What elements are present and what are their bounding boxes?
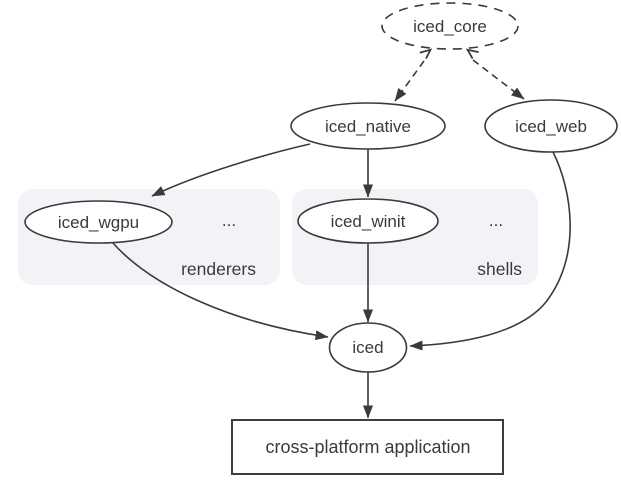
node-iced-core-label: iced_core [413, 17, 487, 36]
edge-web-to-iced [409, 151, 571, 351]
node-iced-winit-label: iced_winit [331, 212, 406, 231]
renderers-ellipsis: ... [222, 211, 236, 230]
node-iced-web-label: iced_web [515, 117, 587, 136]
node-iced-wgpu [24, 200, 173, 244]
edge-native-to-wgpu [151, 143, 311, 197]
vee-arrowtail-core-web [465, 48, 479, 59]
edge-core-to-native [394, 60, 425, 102]
node-cross-platform-application-label: cross-platform application [265, 437, 470, 457]
renderers-group-label: renderers [181, 259, 256, 279]
node-iced-native [290, 102, 446, 150]
edge-wgpu-to-iced [111, 241, 329, 341]
edge-core-to-web [472, 59, 525, 100]
node-iced [328, 322, 408, 373]
shells-ellipsis: ... [489, 211, 503, 230]
node-iced-native-label: iced_native [325, 117, 411, 136]
node-iced-winit [297, 198, 439, 244]
shells-group-label: shells [477, 259, 522, 279]
node-iced-label: iced [352, 338, 383, 357]
node-iced-core [381, 2, 519, 50]
node-iced-web [484, 99, 618, 153]
node-cross-platform-application [231, 419, 504, 475]
vee-arrowtail-core-native [419, 48, 433, 59]
node-iced-wgpu-label: iced_wgpu [58, 213, 139, 232]
